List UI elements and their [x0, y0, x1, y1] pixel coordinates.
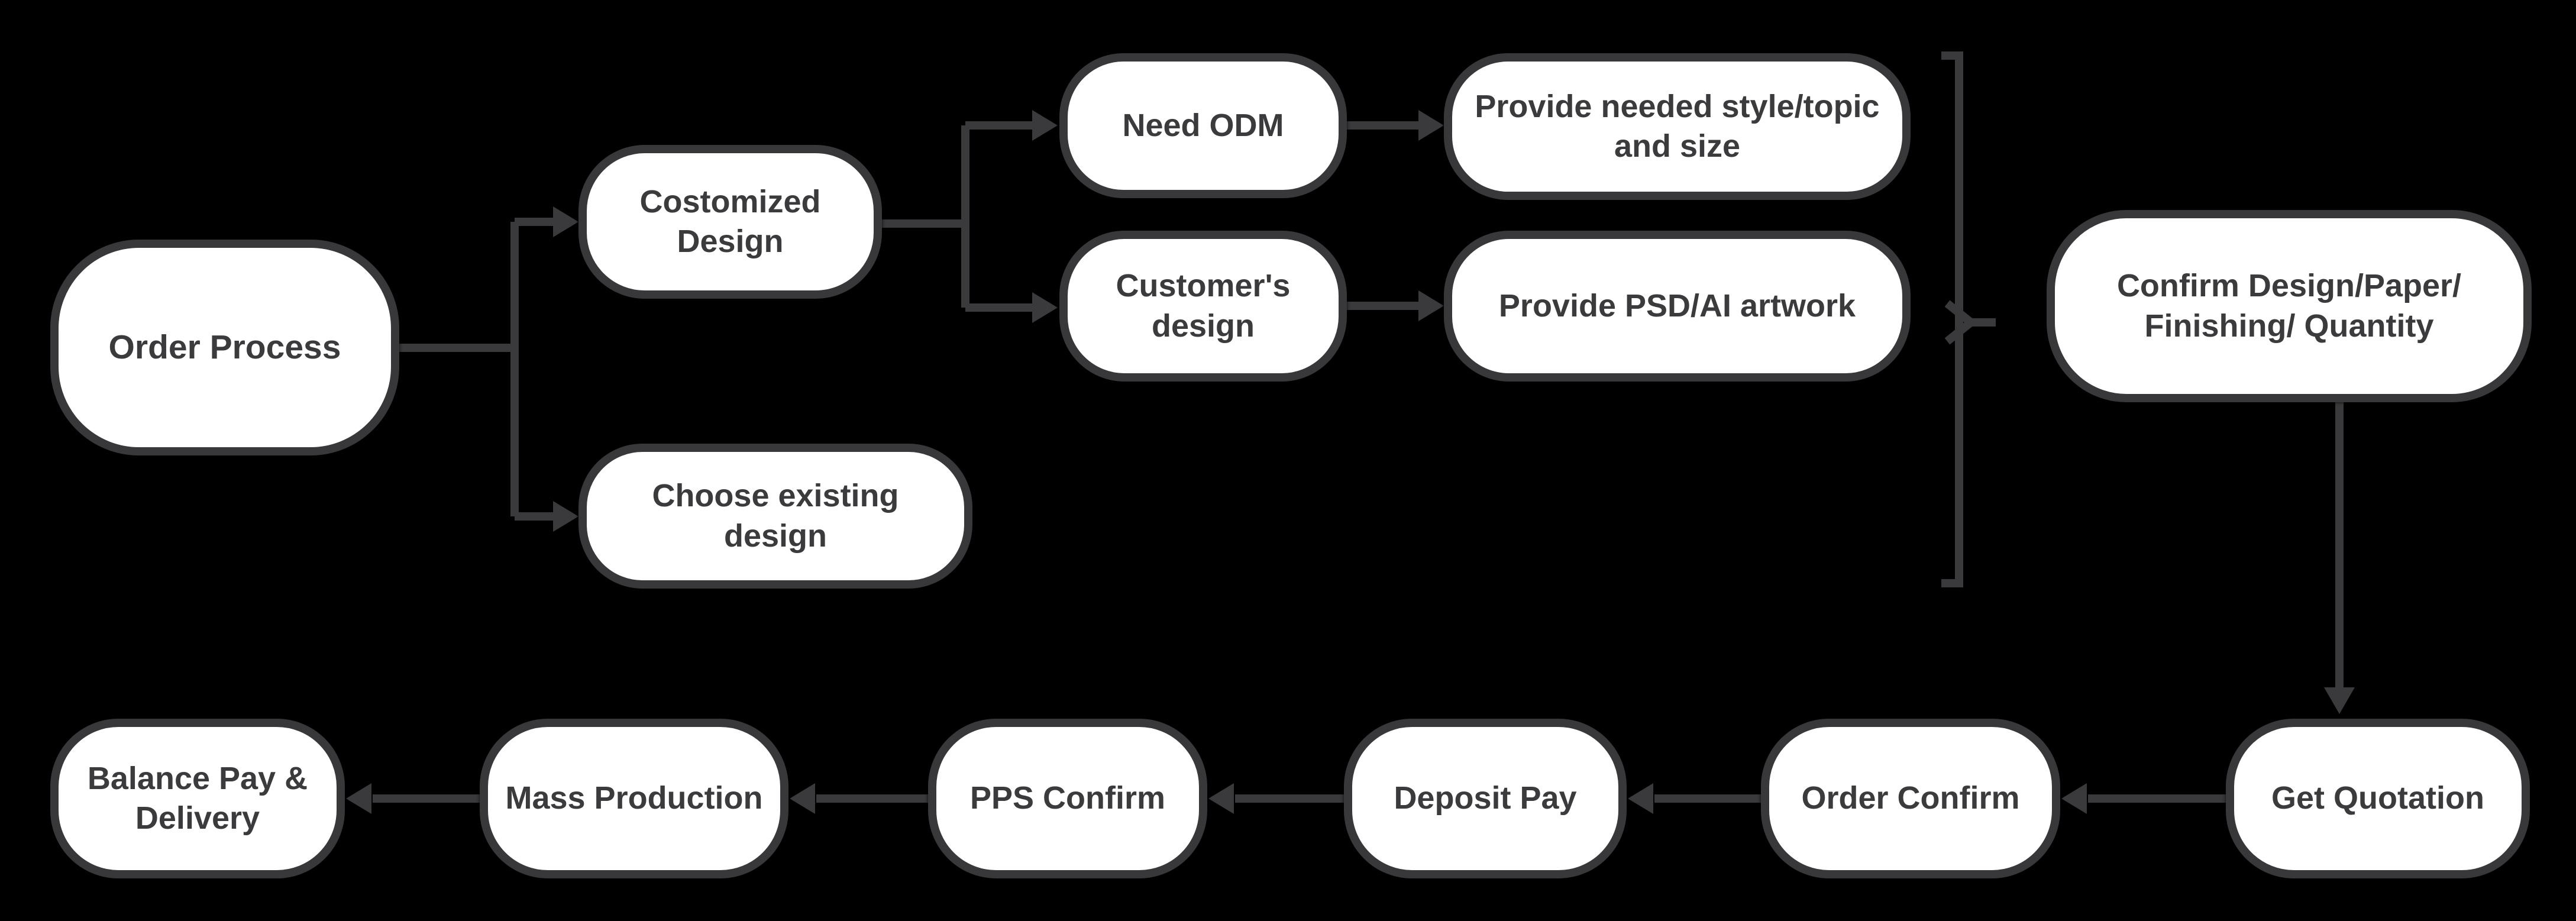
- flow-node-order-process: Order Process: [50, 240, 399, 455]
- flow-node-deposit-pay: Deposit Pay: [1344, 719, 1627, 878]
- node-label-provide-style-topic-size: Provide needed style/topic and size: [1475, 88, 1880, 164]
- node-label-customized-design: Costomized Design: [639, 183, 821, 260]
- flow-node-mass-production: Mass Production: [480, 719, 788, 878]
- arrowhead: [790, 783, 815, 814]
- node-label-provide-psd-ai-artwork: Provide PSD/AI artwork: [1498, 287, 1856, 324]
- flow-node-provide-style-topic-size: Provide needed style/topic and size: [1444, 53, 1911, 200]
- node-label-get-quotation: Get Quotation: [2271, 780, 2484, 816]
- flow-node-get-quotation: Get Quotation: [2226, 719, 2530, 878]
- connector-customized-split: [882, 121, 1034, 312]
- arrowhead: [1032, 292, 1058, 323]
- bracket-pointer: [1944, 300, 1996, 345]
- flow-node-choose-existing-design: Choose existing design: [578, 444, 972, 589]
- flow-node-confirm-design: Confirm Design/Paper/ Finishing/ Quantit…: [2047, 210, 2532, 402]
- flow-node-need-odm: Need ODM: [1059, 53, 1347, 198]
- flow-node-balance-pay-delivery: Balance Pay & Delivery: [50, 719, 345, 878]
- arrowhead: [1208, 783, 1234, 814]
- node-label-deposit-pay: Deposit Pay: [1394, 780, 1577, 816]
- node-label-mass-production: Mass Production: [505, 780, 763, 816]
- node-label-balance-pay-delivery: Balance Pay & Delivery: [87, 760, 308, 836]
- node-label-choose-existing-design: Choose existing design: [652, 478, 899, 554]
- connector-order-process-split: [399, 218, 555, 521]
- arrowhead: [553, 206, 578, 237]
- arrowhead: [346, 783, 371, 814]
- arrowhead: [1418, 290, 1444, 321]
- node-label-order-confirm: Order Confirm: [1801, 780, 2020, 816]
- flow-node-order-confirm: Order Confirm: [1761, 719, 2060, 878]
- flow-node-pps-confirm: PPS Confirm: [928, 719, 1207, 878]
- node-label-order-process: Order Process: [108, 328, 341, 366]
- bracket-group: [1941, 51, 1963, 587]
- arrowhead: [2061, 783, 2087, 814]
- node-label-confirm-design: Confirm Design/Paper/ Finishing/ Quantit…: [2116, 268, 2462, 344]
- flow-node-provide-psd-ai-artwork: Provide PSD/AI artwork: [1444, 231, 1911, 382]
- node-label-pps-confirm: PPS Confirm: [969, 780, 1166, 816]
- flow-node-customers-design: Customer's design: [1059, 231, 1347, 382]
- flow-node-customized-design: Costomized Design: [578, 145, 882, 299]
- arrowhead: [2324, 687, 2355, 714]
- arrowhead: [1628, 783, 1653, 814]
- arrowhead: [1032, 110, 1058, 141]
- node-label-customers-design: Customer's design: [1116, 268, 1291, 344]
- arrowhead: [1418, 110, 1444, 141]
- arrowhead: [553, 501, 578, 532]
- node-label-need-odm: Need ODM: [1122, 107, 1284, 143]
